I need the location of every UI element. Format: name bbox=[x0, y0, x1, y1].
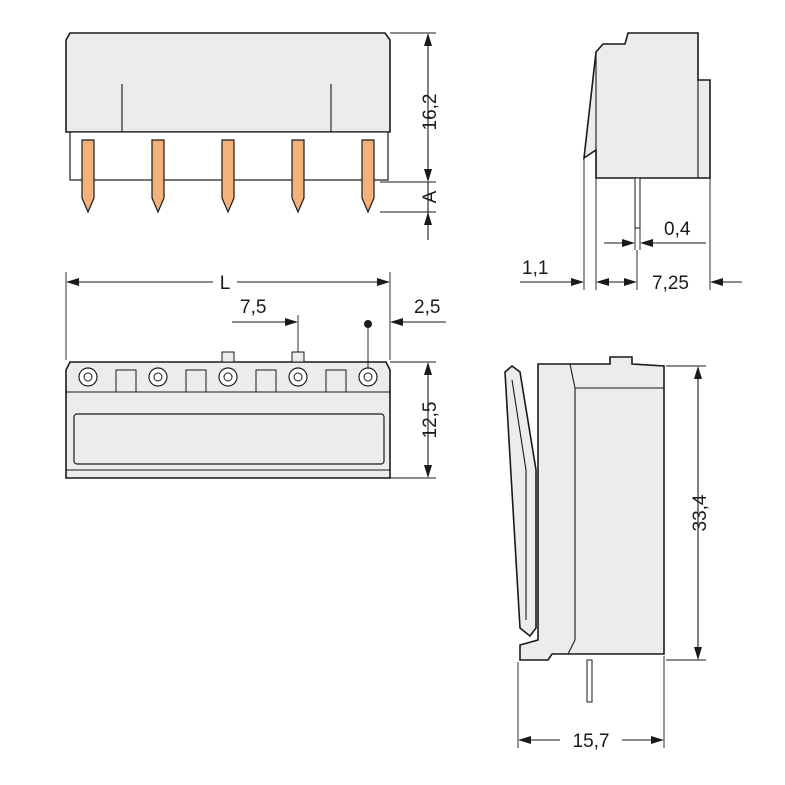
front-view-body bbox=[65, 32, 391, 133]
dim-7-25: 7,25 bbox=[652, 273, 689, 294]
dim-33-4: 33,4 bbox=[690, 494, 711, 531]
dim-0-4: 0,4 bbox=[664, 219, 691, 240]
dim-12-5: 12,5 bbox=[420, 402, 441, 439]
release-slots bbox=[115, 369, 347, 393]
side-view-large-body bbox=[519, 356, 665, 661]
release-lever bbox=[504, 364, 537, 638]
top-view: L 7,5 2,5 12,5 bbox=[65, 272, 446, 479]
dim-7-5: 7,5 bbox=[240, 297, 266, 318]
dim-l: L bbox=[220, 273, 231, 294]
side-view-large: 33,4 15,7 bbox=[504, 356, 711, 752]
clamp-openings bbox=[78, 367, 378, 387]
side-view-small-body bbox=[583, 32, 711, 179]
front-pins bbox=[81, 139, 375, 214]
dim-2-5: 2,5 bbox=[414, 297, 440, 318]
front-view: 16,2 A bbox=[65, 32, 441, 240]
dim-a: A bbox=[420, 190, 441, 203]
dim-16-2: 16,2 bbox=[420, 94, 441, 131]
side-view-small: 0,4 1,1 7,25 bbox=[520, 32, 742, 294]
dim-1-1: 1,1 bbox=[522, 258, 548, 279]
dim-15-7: 15,7 bbox=[573, 731, 610, 752]
